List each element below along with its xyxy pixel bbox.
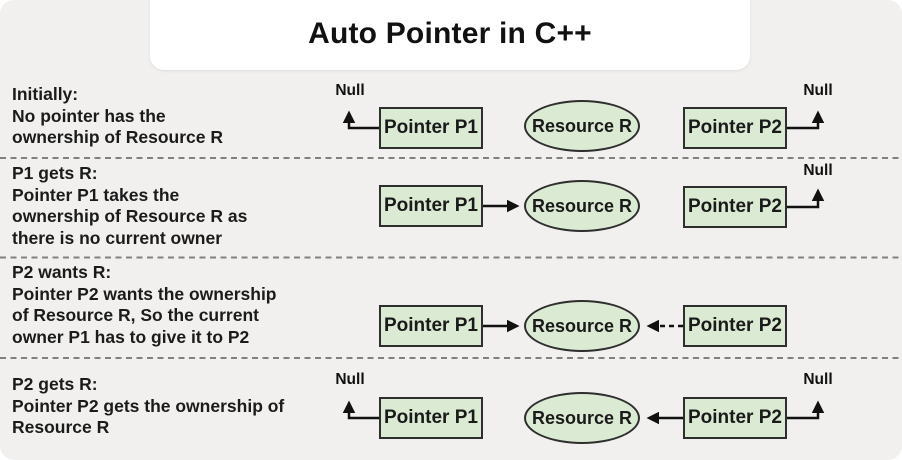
row3-pointer-p2-box: Pointer P2: [683, 305, 787, 347]
row1-null-label-left: Null: [335, 82, 365, 99]
row3-pointer-p1-box: Pointer P1: [379, 305, 483, 347]
row4-null-label-right: Null: [803, 371, 833, 388]
row1-pointer-p2-box: Pointer P2: [683, 107, 787, 149]
row1-p2-to-null-arrow: [787, 110, 825, 130]
row3-resource-ellipse: Resource R: [524, 300, 640, 352]
row1-null-label-right: Null: [803, 82, 833, 99]
row4-pointer-p1-box: Pointer P1: [379, 397, 483, 439]
row4-pointer-p2-box: Pointer P2: [683, 397, 787, 439]
page-title: Auto Pointer in C++: [308, 17, 592, 50]
row2-resource-ellipse: Resource R: [524, 180, 640, 232]
row1-pointer-p1-box: Pointer P1: [379, 107, 483, 149]
row2-p2-to-null-arrow: [787, 188, 825, 209]
title-card: Auto Pointer in C++: [150, 0, 750, 70]
row2-pointer-p2-box: Pointer P2: [683, 186, 787, 228]
row1-resource-ellipse: Resource R: [524, 100, 640, 152]
row4-p2-to-null-arrow: [787, 400, 825, 420]
row2-null-label-right: Null: [803, 162, 833, 179]
row2-pointer-p1-box: Pointer P1: [379, 185, 483, 227]
row4-caption: P2 gets R: Pointer P2 gets the ownership…: [12, 374, 285, 437]
row2-caption: P1 gets R: Pointer P1 takes the ownershi…: [12, 163, 248, 248]
row4-resource-ellipse: Resource R: [524, 392, 640, 444]
row1-caption: Initially: No pointer has the ownership …: [12, 84, 224, 147]
row3-caption: P2 wants R: Pointer P2 wants the ownersh…: [12, 262, 277, 347]
row4-null-label-left: Null: [335, 371, 365, 388]
